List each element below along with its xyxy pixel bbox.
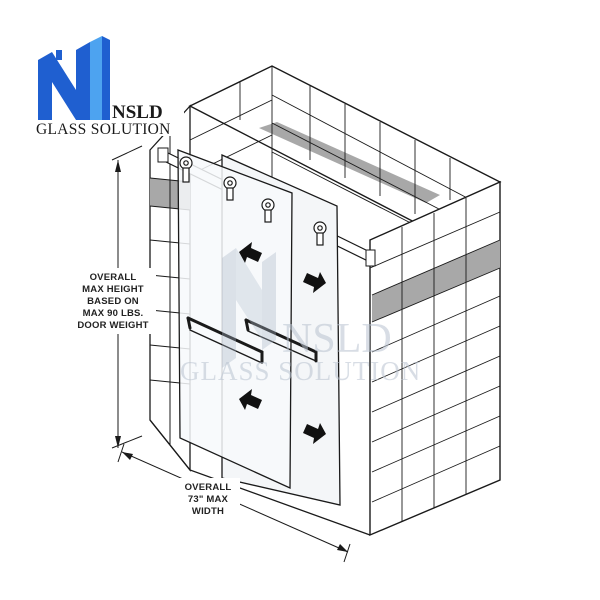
front-glass-panel <box>177 149 293 490</box>
roller-icon <box>223 176 237 201</box>
height-label-line-5: DOOR WEIGHT <box>77 320 148 331</box>
roller-icon <box>261 198 275 223</box>
watermark-tagline: GLASS SOLUTION <box>180 356 421 386</box>
brand-name: NSLD <box>112 102 163 123</box>
width-label-line-3: WIDTH <box>192 506 224 517</box>
right-wall <box>369 180 501 537</box>
arrow-left-icon <box>239 389 262 410</box>
arrow-right-icon <box>303 423 326 444</box>
roller-icon <box>313 221 327 246</box>
brand-logo: NSLD GLASS SOLUTION <box>34 34 184 138</box>
rollers <box>179 156 327 246</box>
towel-bar-handles <box>186 316 318 364</box>
height-label-line-3: BASED ON <box>87 296 139 307</box>
logo-n-mark-icon <box>38 36 110 120</box>
towel-bar-icon <box>186 316 264 364</box>
arrow-right-icon <box>303 272 326 293</box>
towel-bar-icon <box>244 318 318 363</box>
direction-arrows <box>239 242 326 444</box>
watermark: NSLD GLASS SOLUTION <box>180 248 421 386</box>
watermark-name: NSLD <box>282 316 392 362</box>
height-label-line-2: MAX HEIGHT <box>82 284 144 295</box>
width-label-line-1: OVERALL <box>185 482 232 493</box>
height-label: OVERALL MAX HEIGHT BASED ON MAX 90 LBS. … <box>72 268 156 334</box>
watermark-logo <box>222 248 276 368</box>
arrow-left-icon <box>239 242 262 263</box>
height-label-line-4: MAX 90 LBS. <box>83 308 144 319</box>
floor-edge <box>149 419 371 536</box>
width-label: OVERALL 73" MAX WIDTH <box>176 478 240 520</box>
roller-icon <box>179 156 193 183</box>
brand-tagline: GLASS SOLUTION <box>36 121 171 138</box>
height-label-line-1: OVERALL <box>90 272 137 283</box>
back-wall <box>188 65 502 470</box>
width-label-line-2: 73" MAX <box>188 494 229 505</box>
